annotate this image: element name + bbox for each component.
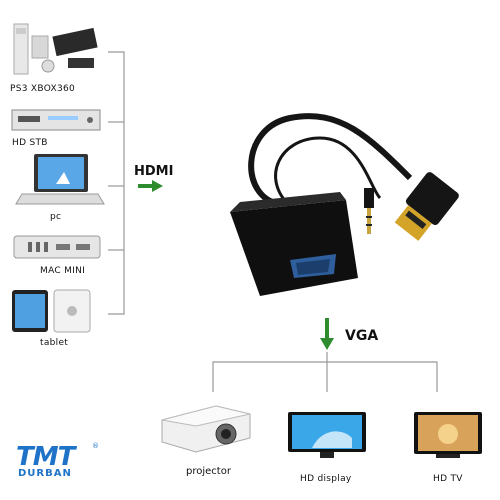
brand-sub: DURBAN [18,468,72,479]
source-label: tablet [40,338,69,348]
tablet-icon [12,289,91,333]
vga-label: VGA [345,328,379,344]
hdmi-label: HDMI [134,164,174,179]
monitor-icon [288,412,366,458]
laptop-icon [15,154,105,205]
vga-arrow-icon [320,318,334,350]
mac-mini-icon [13,235,101,259]
tv-icon [414,412,482,458]
source-label: pc [50,212,62,222]
source-label: PS3 XBOX360 [10,84,76,94]
source-label: HD STB [12,138,48,148]
hdmi-to-vga-adapter-icon [230,113,459,296]
brand-logo: TMT ® DURBAN [16,442,102,482]
brand-name: TMT [16,442,75,472]
output-label: projector [186,466,231,477]
brand-mark: ® [92,442,99,450]
hdmi-arrow-icon [138,180,163,192]
game-console-icon [13,23,98,75]
output-label: HD display [300,474,352,484]
source-label: MAC MINI [40,266,86,276]
projector-icon [161,405,251,453]
output-label: HD TV [433,474,463,484]
set-top-box-icon [11,109,101,131]
